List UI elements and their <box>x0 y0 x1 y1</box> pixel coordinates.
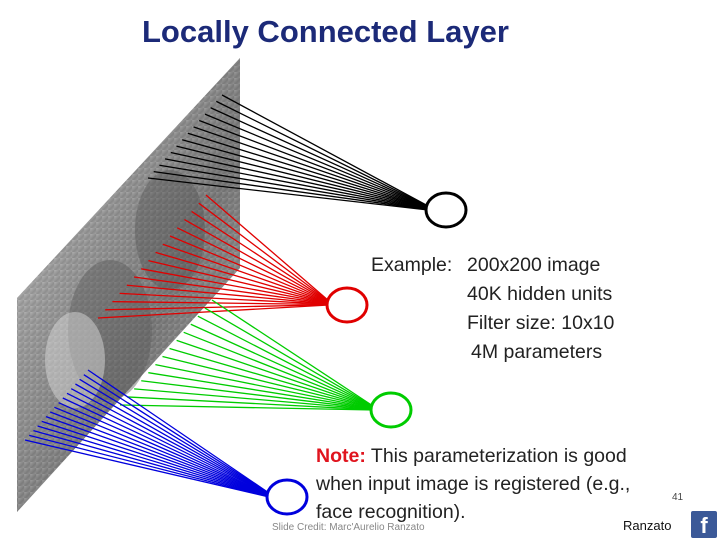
connection-line <box>210 107 429 208</box>
connection-line <box>170 151 429 210</box>
hidden-unit-red <box>325 286 369 324</box>
page-number: 41 <box>672 492 684 503</box>
connection-line <box>133 276 330 305</box>
author-name: Ranzato <box>623 518 672 533</box>
connection-line <box>205 194 330 302</box>
connection-line <box>70 388 270 495</box>
connection-line <box>66 392 270 495</box>
connection-lines <box>24 94 429 498</box>
connection-line <box>187 132 429 209</box>
example-line-parameters: 4M parameters <box>471 341 603 363</box>
connection-line <box>148 372 374 410</box>
connection-line <box>164 158 429 210</box>
example-label: Example: <box>371 254 453 276</box>
connection-fan-red <box>97 194 330 319</box>
connection-line <box>162 355 374 409</box>
connection-line <box>62 397 270 496</box>
connection-line <box>141 380 374 410</box>
connection-line <box>181 139 429 209</box>
connection-line <box>190 323 374 408</box>
connection-line <box>126 284 330 305</box>
note-line-2: when input image is registered (e.g., <box>316 473 631 495</box>
note-label: Note: <box>316 445 366 467</box>
connection-line <box>58 402 270 496</box>
connection-line <box>41 420 270 497</box>
connection-line <box>141 268 330 305</box>
connection-line <box>198 202 330 302</box>
connection-line <box>134 388 374 411</box>
connection-line <box>155 363 374 410</box>
connection-line <box>176 145 429 210</box>
connection-fan-black <box>147 94 429 211</box>
connection-line <box>45 416 270 497</box>
connection-line <box>54 406 270 496</box>
connection-line <box>33 430 270 498</box>
hidden-units <box>265 191 468 516</box>
note-line-1: This parameterization is good <box>370 445 627 467</box>
example-text-block: Example: 200x200 image 40K hidden units F… <box>371 251 614 367</box>
connection-line <box>155 251 330 304</box>
connection-line <box>147 177 429 211</box>
connection-line <box>37 425 270 497</box>
connection-line <box>197 315 374 408</box>
connection-line <box>221 94 429 207</box>
connection-line <box>191 210 330 303</box>
connection-line <box>216 100 429 207</box>
connection-line <box>83 374 270 494</box>
connection-line <box>211 299 374 407</box>
connection-line <box>148 259 330 304</box>
connection-line <box>183 331 374 408</box>
slide-credit: Slide Credit: Marc'Aurelio Ranzato <box>272 522 425 533</box>
connection-line <box>75 383 270 495</box>
connection-line <box>169 347 374 409</box>
connection-line <box>199 119 429 208</box>
connection-line <box>176 339 374 409</box>
connection-line <box>184 219 330 303</box>
connection-line <box>204 113 429 208</box>
connection-line <box>204 307 374 407</box>
note-text-block: Note: This parameterization is good when… <box>316 442 686 526</box>
connection-line <box>169 235 330 303</box>
connection-line <box>49 411 270 497</box>
connection-line <box>29 434 270 498</box>
connection-line <box>193 126 429 209</box>
hidden-unit-green <box>369 391 413 429</box>
connection-line <box>176 227 330 303</box>
connection-line <box>153 170 429 211</box>
connection-line <box>97 304 330 319</box>
hidden-unit-blue <box>265 478 309 516</box>
connection-line <box>162 243 330 304</box>
example-line-image: 200x200 image <box>467 254 601 276</box>
connection-fan-blue <box>24 369 270 498</box>
connection-line <box>24 439 270 498</box>
connection-fan-green <box>119 299 374 411</box>
note-line-3: face recognition). <box>316 501 466 523</box>
connection-line <box>79 378 270 495</box>
connection-line <box>127 396 374 411</box>
connection-line <box>112 300 330 306</box>
connection-line <box>87 369 270 494</box>
connection-line <box>119 404 374 411</box>
connection-line <box>119 292 330 305</box>
hidden-unit-black <box>424 191 468 229</box>
slide-title: Locally Connected Layer <box>142 14 509 49</box>
facebook-logo-icon: f <box>691 511 717 538</box>
connection-line <box>105 304 330 311</box>
example-line-hidden-units: 40K hidden units <box>467 283 613 305</box>
connection-line <box>159 164 429 211</box>
example-line-filter-size: Filter size: 10x10 <box>467 312 615 334</box>
